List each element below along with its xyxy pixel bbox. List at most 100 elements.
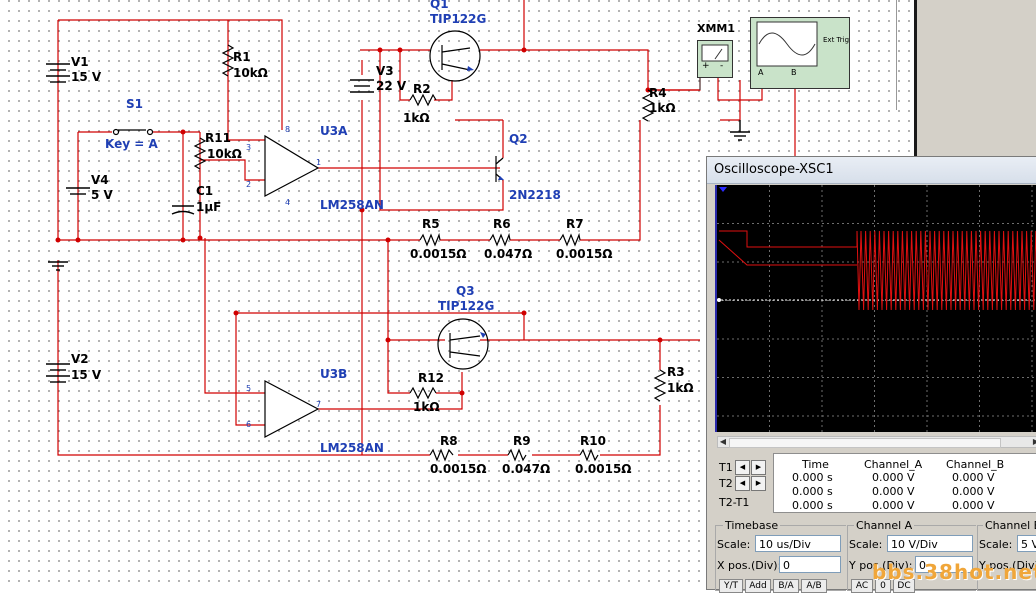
oscilloscope-window[interactable]: Oscilloscope-XSC1 ◀ ▶ T1 ◀ ▶ T2 ◀ ▶ T2-T… [706,156,1036,593]
a-over-b-button[interactable]: A/B [801,579,827,593]
q2-label: Q2 [509,132,528,146]
c1-value: 1µF [196,200,222,214]
q1-model-label: TIP122G [430,12,487,26]
t2-t1-channel-a: 0.000 V [872,499,915,512]
oscilloscope-xsc1-icon[interactable]: A B Ext Trig [750,17,850,89]
r10-label: R10 [580,434,606,448]
measurement-table: Time Channel_A Channel_B 0.000 s 0.000 V… [773,453,1036,513]
t2-right-arrow-icon[interactable]: ▶ [751,476,766,491]
r11-value: 10kΩ [207,147,242,161]
header-channel-b: Channel_B [946,458,1005,471]
add-button[interactable]: Add [745,579,771,593]
yt-button[interactable]: Y/T [719,579,743,593]
scope-screen[interactable] [717,185,1036,455]
u3a-model-label: LM258AN [320,198,384,212]
q2-model-label: 2N2218 [509,188,561,202]
q3-model-label: TIP122G [438,299,495,313]
r3-label: R3 [667,365,685,379]
v3-label: V3 [376,64,394,78]
screen-bezel [715,185,717,432]
c1-label: C1 [196,184,214,198]
r8-value: 0.0015Ω [430,462,487,476]
time-scrollbar[interactable]: ◀ ▶ [717,436,1036,448]
r7-value: 0.0015Ω [556,247,613,261]
window-title[interactable]: Oscilloscope-XSC1 [707,157,1036,184]
t2-channel-b: 0.000 V [952,485,995,498]
pin-3-label: 3 [246,143,252,152]
timebase-title: Timebase [723,519,781,532]
r1-value: 10kΩ [233,66,268,80]
ac-coupling-button[interactable]: AC [851,579,873,593]
workspace-margin [917,0,1036,160]
t1-time: 0.000 s [792,471,833,484]
t2-t1-label: T2-T1 [719,496,750,509]
scroll-thumb[interactable] [729,438,1001,448]
timebase-xpos-input[interactable]: 0 [779,556,841,573]
v4-value: 5 V [91,188,113,202]
channel-b-scale-label: Scale: [979,538,1013,551]
r2-label: R2 [413,82,431,96]
channel-b-title: Channel B [983,519,1036,532]
scope-display [717,185,1036,455]
r12-label: R12 [418,371,444,385]
r5-label: R5 [422,217,440,231]
t2-time: 0.000 s [792,485,833,498]
xmm1-label: XMM1 [697,22,736,35]
u3a-label: U3A [320,124,348,138]
ext-trig-label: Ext Trig [823,36,850,44]
q3-label: Q3 [456,284,475,298]
channel-a-title: Channel A [854,519,915,532]
t2-t1-channel-b: 0.000 V [952,499,995,512]
header-channel-a: Channel_A [864,458,923,471]
watermark: bbs.38hot.net [872,560,1036,584]
sine-wave-icon [756,21,818,67]
r9-label: R9 [513,434,531,448]
timebase-scale-label: Scale: [717,538,751,551]
multimeter-xmm1[interactable]: + - [697,40,733,78]
t2-label: T2 [719,477,733,490]
r4-value: 1kΩ [649,101,676,115]
pin-2-label: 2 [246,180,252,189]
t1-left-arrow-icon[interactable]: ◀ [735,460,750,475]
pin-5-label: 5 [246,384,252,393]
t2-left-arrow-icon[interactable]: ◀ [735,476,750,491]
r7-label: R7 [566,217,584,231]
channel-a-trace [718,230,1036,311]
header-time: Time [802,458,829,471]
channel-b-scale-input[interactable]: 5 V [1017,535,1036,552]
v4-label: V4 [91,173,109,187]
r10-value: 0.0015Ω [575,462,632,476]
scroll-left-icon[interactable]: ◀ [719,437,727,446]
pin-8-label: 8 [285,125,291,134]
t2-t1-time: 0.000 s [792,499,833,512]
t1-channel-b: 0.000 V [952,471,995,484]
timebase-scale-input[interactable]: 10 us/Div [755,535,841,552]
scroll-right-icon[interactable]: ▶ [1031,437,1036,447]
r3-value: 1kΩ [667,381,694,395]
v1-value: 15 V [71,70,102,84]
sheet-border [914,0,917,160]
b-over-a-button[interactable]: B/A [773,579,799,593]
channel-a-scale-input[interactable]: 10 V/Div [887,535,973,552]
channel-b-terminal: B [791,68,797,77]
r12-value: 1kΩ [413,400,440,414]
r1-label: R1 [233,50,251,64]
channel-a-terminal: A [758,68,764,77]
t2-channel-a: 0.000 V [872,485,915,498]
xmm1-plus-terminal: + [702,61,710,71]
xmm1-minus-terminal: - [720,61,724,71]
v2-label: V2 [71,352,89,366]
meter-dial-icon [701,44,729,62]
pin-7-label: 7 [316,400,322,409]
pin-1-label: 1 [316,158,322,167]
s1-label: S1 [126,97,143,111]
channel-a-scale-label: Scale: [849,538,883,551]
timebase-xpos-label: X pos.(Div): [717,559,782,572]
r11-label: R11 [205,131,231,145]
v1-label: V1 [71,55,89,69]
t1-right-arrow-icon[interactable]: ▶ [751,460,766,475]
r2-value: 1kΩ [403,111,430,125]
channel-a-ypos-input[interactable]: 0 [915,556,973,573]
s1-key-label[interactable]: Key = A [105,137,158,151]
